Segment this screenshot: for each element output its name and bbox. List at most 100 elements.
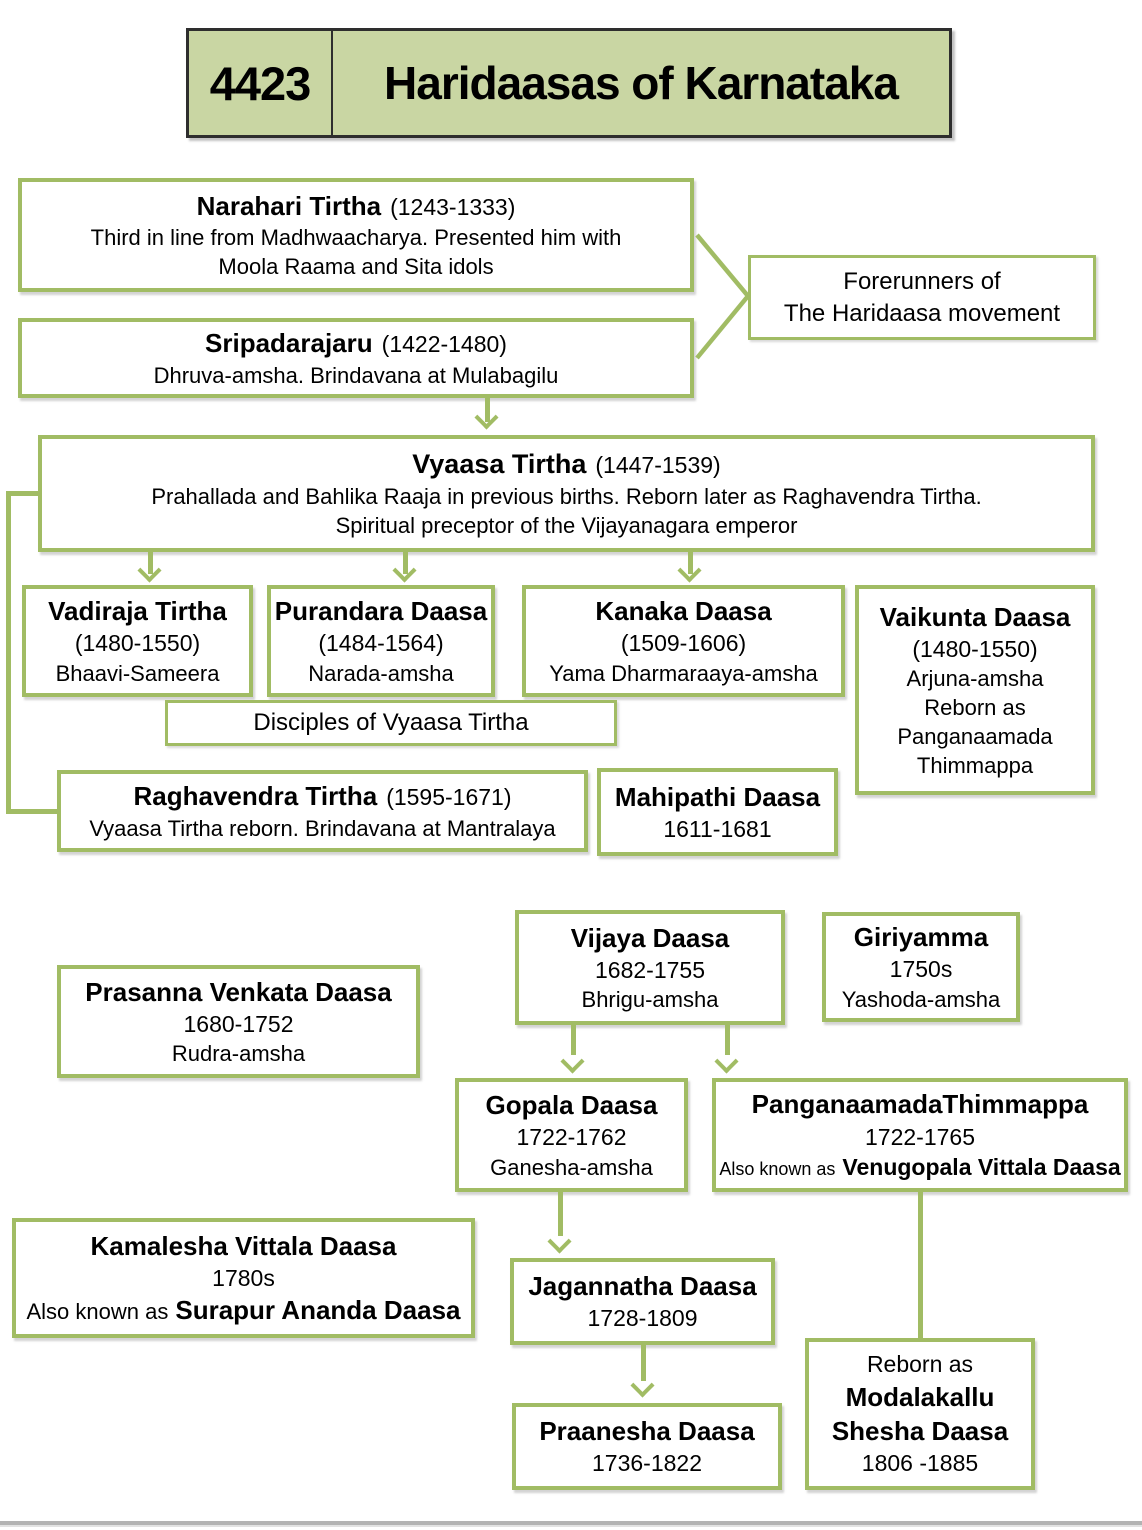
person-name: Vadiraja Tirtha — [48, 596, 227, 627]
person-name: Prasanna Venkata Daasa — [85, 976, 392, 1007]
person-name: PanganaamadaThimmappa — [751, 1089, 1089, 1120]
person-note: Arjuna-amsha — [906, 666, 1044, 692]
alias-row: Also known as Surapur Ananda Daasa — [27, 1293, 461, 1327]
connector-vyaasa-raghavendra-side — [6, 491, 11, 813]
connector-vyaasa-to-vadiraja — [148, 552, 153, 574]
label-line: The Haridaasa movement — [783, 299, 1061, 327]
box-gopala-daasa: Gopala Daasa 1722-1762 Ganesha-amsha — [455, 1078, 688, 1192]
label-line: Disciples of Vyaasa Tirtha — [253, 709, 529, 737]
person-note: Third in line from Madhwaacharya. Presen… — [90, 225, 622, 251]
box-title-row: Vyaasa Tirtha (1447-1539) — [412, 447, 720, 483]
person-dates: (1480-1550) — [912, 635, 1038, 662]
box-jagannatha-daasa: Jagannatha Daasa 1728-1809 — [510, 1258, 775, 1345]
arrowhead-down-icon — [560, 1049, 585, 1074]
person-dates: 1736-1822 — [592, 1450, 702, 1477]
person-name: Modalakallu — [845, 1381, 995, 1412]
alias-row: Also known as Venugopala Vittala Daasa — [719, 1152, 1120, 1182]
alias-name: Surapur Ananda Daasa — [175, 1295, 461, 1326]
person-name: Sripadarajaru — [205, 328, 373, 359]
alias-prefix: Also known as — [719, 1159, 836, 1180]
box-title-row: Sripadarajaru (1422-1480) — [205, 326, 507, 360]
person-name: Mahipathi Daasa — [614, 781, 821, 812]
forerunners-chevron-connector — [695, 233, 751, 360]
person-dates: (1509-1606) — [620, 630, 747, 657]
person-dates: 1682-1755 — [595, 956, 705, 983]
person-dates: 1722-1762 — [516, 1124, 627, 1151]
person-name: Vaikunta Daasa — [879, 601, 1071, 632]
alias-prefix: Also known as — [26, 1299, 169, 1325]
person-note: Bhaavi-Sameera — [55, 660, 220, 686]
box-title-row: Raghavendra Tirtha (1595-1671) — [133, 779, 511, 813]
connector-vyaasa-raghavendra-top — [6, 491, 38, 496]
person-name: Kamalesha Vittala Daasa — [90, 1230, 397, 1261]
box-praanesha-daasa: Praanesha Daasa 1736-1822 — [512, 1403, 782, 1490]
person-name: Jagannatha Daasa — [528, 1271, 757, 1302]
person-dates: (1447-1539) — [595, 451, 721, 478]
slide-header: 4423 Haridaasas of Karnataka — [186, 28, 952, 138]
box-narahari-tirtha: Narahari Tirtha (1243-1333) Third in lin… — [18, 178, 694, 292]
person-note: Narada-amsha — [308, 660, 454, 686]
person-dates: 1780s — [212, 1264, 275, 1291]
person-name: Raghavendra Tirtha — [133, 781, 378, 812]
connector-sripadarajaru-to-vyaasa — [485, 398, 490, 422]
person-note: Moola Raama and Sita idols — [218, 254, 494, 280]
arrowhead-down-icon — [392, 558, 417, 583]
connector-panganaamada-to-modalakallu — [918, 1192, 923, 1338]
person-note: Thimmappa — [916, 753, 1034, 779]
person-note: Bhrigu-amsha — [581, 987, 719, 1013]
arrowhead-down-icon — [547, 1229, 572, 1254]
person-name: Praanesha Daasa — [539, 1416, 755, 1447]
box-giriyamma: Giriyamma 1750s Yashoda-amsha — [822, 912, 1020, 1022]
person-dates: (1595-1671) — [386, 784, 512, 811]
person-dates: 1750s — [889, 956, 953, 983]
box-kamalesha-vittala-daasa: Kamalesha Vittala Daasa 1780s Also known… — [12, 1218, 475, 1338]
person-dates: 1806 -1885 — [861, 1450, 979, 1477]
arrowhead-down-icon — [677, 558, 702, 583]
person-dates: (1484-1564) — [318, 630, 444, 657]
connector-vijaya-to-gopala — [571, 1025, 576, 1055]
person-name: Kanaka Daasa — [595, 596, 772, 627]
person-dates: 1728-1809 — [587, 1305, 698, 1332]
connector-vyaasa-to-kanaka — [688, 552, 693, 574]
arrowhead-down-icon — [714, 1049, 739, 1074]
arrowhead-down-icon — [474, 405, 499, 430]
box-prasanna-venkata-daasa: Prasanna Venkata Daasa 1680-1752 Rudra-a… — [57, 965, 420, 1078]
person-note: Yashoda-amsha — [841, 986, 1001, 1012]
person-note: Prahallada and Bahlika Raaja in previous… — [151, 484, 982, 510]
person-note: Reborn as — [866, 1351, 974, 1378]
person-note: Yama Dharmaraaya-amsha — [549, 660, 818, 686]
person-dates: (1243-1333) — [390, 193, 516, 220]
box-vyaasa-tirtha: Vyaasa Tirtha (1447-1539) Prahallada and… — [38, 435, 1095, 552]
person-note: Spiritual preceptor of the Vijayanagara … — [335, 513, 798, 539]
box-vaikunta-daasa: Vaikunta Daasa (1480-1550) Arjuna-amsha … — [855, 585, 1095, 795]
connector-vyaasa-to-purandara — [403, 552, 408, 574]
bottom-divider — [0, 1521, 1142, 1527]
connector-vijaya-to-panganaamada — [725, 1025, 730, 1055]
person-note: Dhruva-amsha. Brindavana at Mulabagilu — [153, 362, 559, 388]
person-note: Ganesha-amsha — [490, 1154, 653, 1180]
box-purandara-daasa: Purandara Daasa (1484-1564) Narada-amsha — [267, 585, 495, 697]
person-dates: 1611-1681 — [663, 815, 772, 842]
box-vadiraja-tirtha: Vadiraja Tirtha (1480-1550) Bhaavi-Samee… — [22, 585, 253, 697]
person-dates: (1422-1480) — [381, 331, 507, 358]
person-name: Purandara Daasa — [274, 596, 488, 627]
slide-number: 4423 — [189, 31, 333, 135]
label-line: Forerunners of — [843, 267, 1001, 295]
box-sripadarajaru: Sripadarajaru (1422-1480) Dhruva-amsha. … — [18, 318, 694, 398]
person-dates: 1722-1765 — [865, 1123, 975, 1150]
connector-gopala-to-jagannatha — [558, 1192, 563, 1236]
box-kanaka-daasa: Kanaka Daasa (1509-1606) Yama Dharmaraay… — [522, 585, 845, 697]
box-title-row: Narahari Tirtha (1243-1333) — [197, 189, 516, 223]
box-forerunners-label: Forerunners of The Haridaasa movement — [748, 255, 1096, 340]
box-vijaya-daasa: Vijaya Daasa 1682-1755 Bhrigu-amsha — [515, 910, 785, 1025]
connector-jagannatha-to-praanesha — [641, 1345, 646, 1381]
page-title: Haridaasas of Karnataka — [384, 57, 899, 109]
person-note: Reborn as — [924, 695, 1026, 721]
box-raghavendra-tirtha: Raghavendra Tirtha (1595-1671) Vyaasa Ti… — [57, 770, 588, 852]
person-name: Giriyamma — [853, 922, 989, 953]
person-name: Vijaya Daasa — [570, 922, 730, 953]
arrowhead-down-icon — [630, 1373, 655, 1398]
person-name: Shesha Daasa — [831, 1416, 1009, 1446]
person-name: Vyaasa Tirtha — [412, 448, 587, 479]
